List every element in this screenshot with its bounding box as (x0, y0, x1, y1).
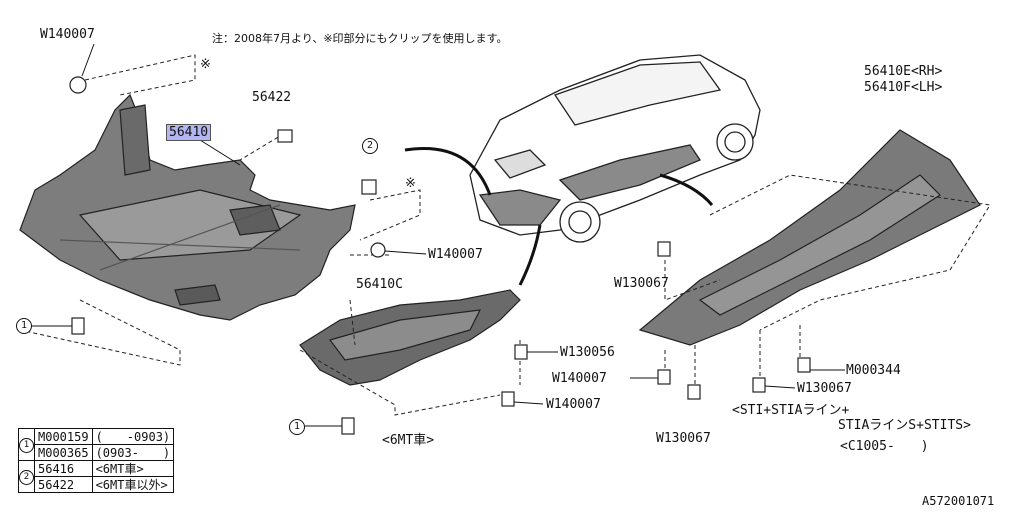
cover-56410ef-shape (638, 129, 981, 346)
label-sti-line1: <STI+STIAライン+ (732, 403, 850, 418)
legend-part: M000159 (34, 428, 93, 445)
label-56422: 56422 (252, 90, 292, 105)
label-w140007-mid: W140007 (428, 247, 483, 262)
label-56410e-rh: 56410E<RH> (864, 64, 943, 79)
legend-range: (0903- ) (91, 444, 175, 461)
label-w140007-top: W140007 (40, 27, 95, 42)
solid-leaders (32, 43, 845, 427)
legend-range: ( -0903) (91, 428, 175, 445)
legend-range: <6MT車以外> (91, 476, 175, 493)
label-56410-highlighted[interactable]: 56410 (166, 124, 212, 141)
label-w130067-c: W130067 (656, 431, 711, 446)
legend-part: 56422 (34, 476, 93, 493)
legend-group-1: 1 (18, 428, 35, 461)
legend-row: 1 M000159 ( -0903) (18, 428, 175, 461)
legend-group-2: 2 (18, 460, 35, 493)
label-56410f-lh: 56410F<LH> (864, 80, 943, 95)
circle-1-callout-bottom: 1 (289, 419, 305, 435)
legend-table: 1 M000159 ( -0903) M000365 (0903- ) 2 56… (18, 428, 175, 493)
legend-row: 2 56416 <6MT車> (18, 460, 175, 493)
reference-mark-2: ※ (405, 176, 416, 191)
legend-row: M000365 (0903- ) (19, 444, 175, 461)
reference-mark-1: ※ (200, 57, 211, 72)
label-6mt: <6MT車> (382, 433, 435, 448)
label-sti-line3: <C1005- ) (840, 439, 929, 454)
legend-part: M000365 (34, 444, 93, 461)
label-sti-line2: STIAラインS+STITS> (838, 418, 971, 433)
undercover-56410-shape (19, 93, 356, 321)
circle-1-callout-left: 1 (16, 318, 32, 334)
clip-note: 注：2008年7月より、※印部分にもクリップを使用します。 (212, 32, 508, 45)
label-w130056: W130056 (560, 345, 615, 360)
label-w130067-b: W130067 (797, 381, 852, 396)
legend-row: 56422 <6MT車以外> (19, 476, 175, 493)
circle-2-callout: 2 (362, 138, 378, 154)
label-w140007-d: W140007 (546, 397, 601, 412)
cover-56410c-shape (299, 289, 521, 386)
label-56410c: 56410C (356, 277, 403, 292)
legend-part: 56416 (34, 460, 93, 477)
label-w130067-a: W130067 (614, 276, 669, 291)
car-illustration (469, 54, 761, 243)
diagram-code: A572001071 (922, 494, 995, 508)
legend-range: <6MT車> (91, 460, 175, 477)
label-m000344: M000344 (846, 363, 901, 378)
label-w140007-c: W140007 (552, 371, 607, 386)
